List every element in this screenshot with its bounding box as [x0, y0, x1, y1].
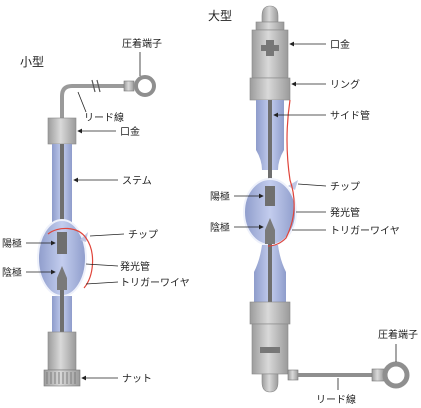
label-large-lead-wire: リード線 — [316, 393, 356, 406]
label-small-cathode: 陰極 — [2, 266, 22, 279]
label-large-tip: チップ — [330, 181, 360, 193]
small-tip — [80, 232, 88, 242]
label-large-ring: リング — [330, 78, 360, 91]
label-large-cathode: 陰極 — [210, 221, 230, 234]
small-bottom-base — [47, 331, 77, 371]
leader-small-lead-wire — [77, 91, 87, 113]
label-small-nut: ナット — [122, 373, 152, 385]
large-anode — [265, 186, 275, 206]
label-small-tip: チップ — [128, 229, 158, 241]
large-bottom-slot — [260, 347, 280, 353]
label-large-trigger-wire: トリガーワイヤ — [330, 225, 400, 237]
small-anode — [57, 232, 67, 254]
leader-small-tip — [89, 233, 125, 237]
label-small-bulb: 発光管 — [120, 260, 150, 273]
large-lamp-title: 大型 — [208, 9, 232, 23]
large-lamp: 大型 口金 リング — [208, 5, 418, 406]
large-crimp-terminal-ring — [382, 361, 410, 389]
large-top-neck — [255, 21, 285, 31]
leader-large-tip — [297, 183, 327, 187]
small-base — [47, 117, 77, 145]
label-large-bulb: 発光管 — [330, 206, 360, 219]
small-crimp-terminal-sleeve — [123, 80, 135, 92]
label-small-lead-wire: リード線 — [84, 111, 124, 124]
large-trigger-wire — [267, 99, 295, 247]
label-large-crimp-terminal: 圧着端子 — [378, 328, 418, 341]
small-lead-wire — [60, 84, 124, 118]
small-nut-knurl — [46, 372, 76, 384]
small-lamp-title: 小型 — [20, 55, 44, 69]
large-tip — [288, 180, 298, 190]
large-ring — [249, 77, 291, 101]
label-large-side-tube: サイド管 — [330, 109, 370, 122]
label-small-trigger-wire: トリガーワイヤ — [120, 277, 190, 289]
large-top-cap — [261, 5, 279, 23]
small-stem-rod — [60, 144, 64, 234]
small-crimp-terminal-ring — [134, 75, 156, 97]
label-large-base: 口金 — [330, 38, 350, 51]
large-crimp-terminal-sleeve — [371, 368, 385, 382]
small-lower-rod — [60, 290, 64, 332]
large-upper-rod — [268, 100, 272, 182]
label-small-anode: 陽極 — [2, 237, 22, 250]
wire-break-mark — [91, 79, 101, 93]
small-trigger-wire — [47, 227, 94, 289]
large-bottom-ring — [249, 301, 291, 325]
large-lower-rod — [268, 244, 272, 302]
small-cathode — [57, 266, 67, 290]
large-lead-connector — [287, 369, 299, 381]
leader-small-trigger — [85, 281, 119, 285]
small-lamp: 小型 圧着端子 リード線 口金 ステ — [2, 37, 190, 387]
leader-small-bulb — [85, 263, 119, 267]
large-bottom-cap — [261, 373, 279, 393]
label-small-crimp-terminal: 圧着端子 — [122, 37, 162, 50]
label-large-anode: 陽極 — [210, 190, 230, 203]
label-small-base: 口金 — [120, 125, 140, 138]
large-base-cross-mark — [261, 40, 279, 56]
label-small-stem: ステム — [122, 175, 152, 187]
large-cathode — [265, 218, 275, 244]
